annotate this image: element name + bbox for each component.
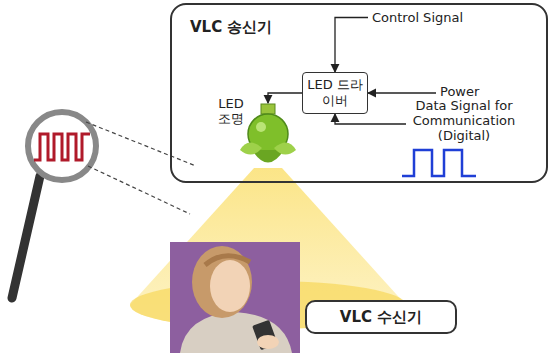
drive-line: [268, 93, 302, 103]
node-label: LED 드라이버: [306, 77, 364, 109]
led-bulb: [240, 104, 296, 163]
power-line: [368, 92, 436, 93]
control-signal-line: [335, 18, 368, 73]
node-label: VLC 송신기: [190, 19, 546, 35]
receiver-box: VLC 수신기: [305, 300, 457, 334]
node-label: VLC 수신기: [311, 309, 451, 325]
magnifier: [12, 112, 196, 298]
data-signal-line: [335, 114, 406, 124]
led-driver-box: LED 드라이버: [302, 72, 368, 114]
digital-wave: [402, 150, 476, 176]
part-name: LED 조명: [214, 96, 248, 126]
signal-name: Control Signal: [372, 10, 502, 25]
receiver-user: [170, 242, 300, 353]
signal-name: Data Signal for Communication (Digital): [410, 98, 518, 143]
signal-name: Power: [440, 84, 500, 99]
transmitter-panel: VLC 송신기 LED 드라이버: [170, 3, 548, 183]
